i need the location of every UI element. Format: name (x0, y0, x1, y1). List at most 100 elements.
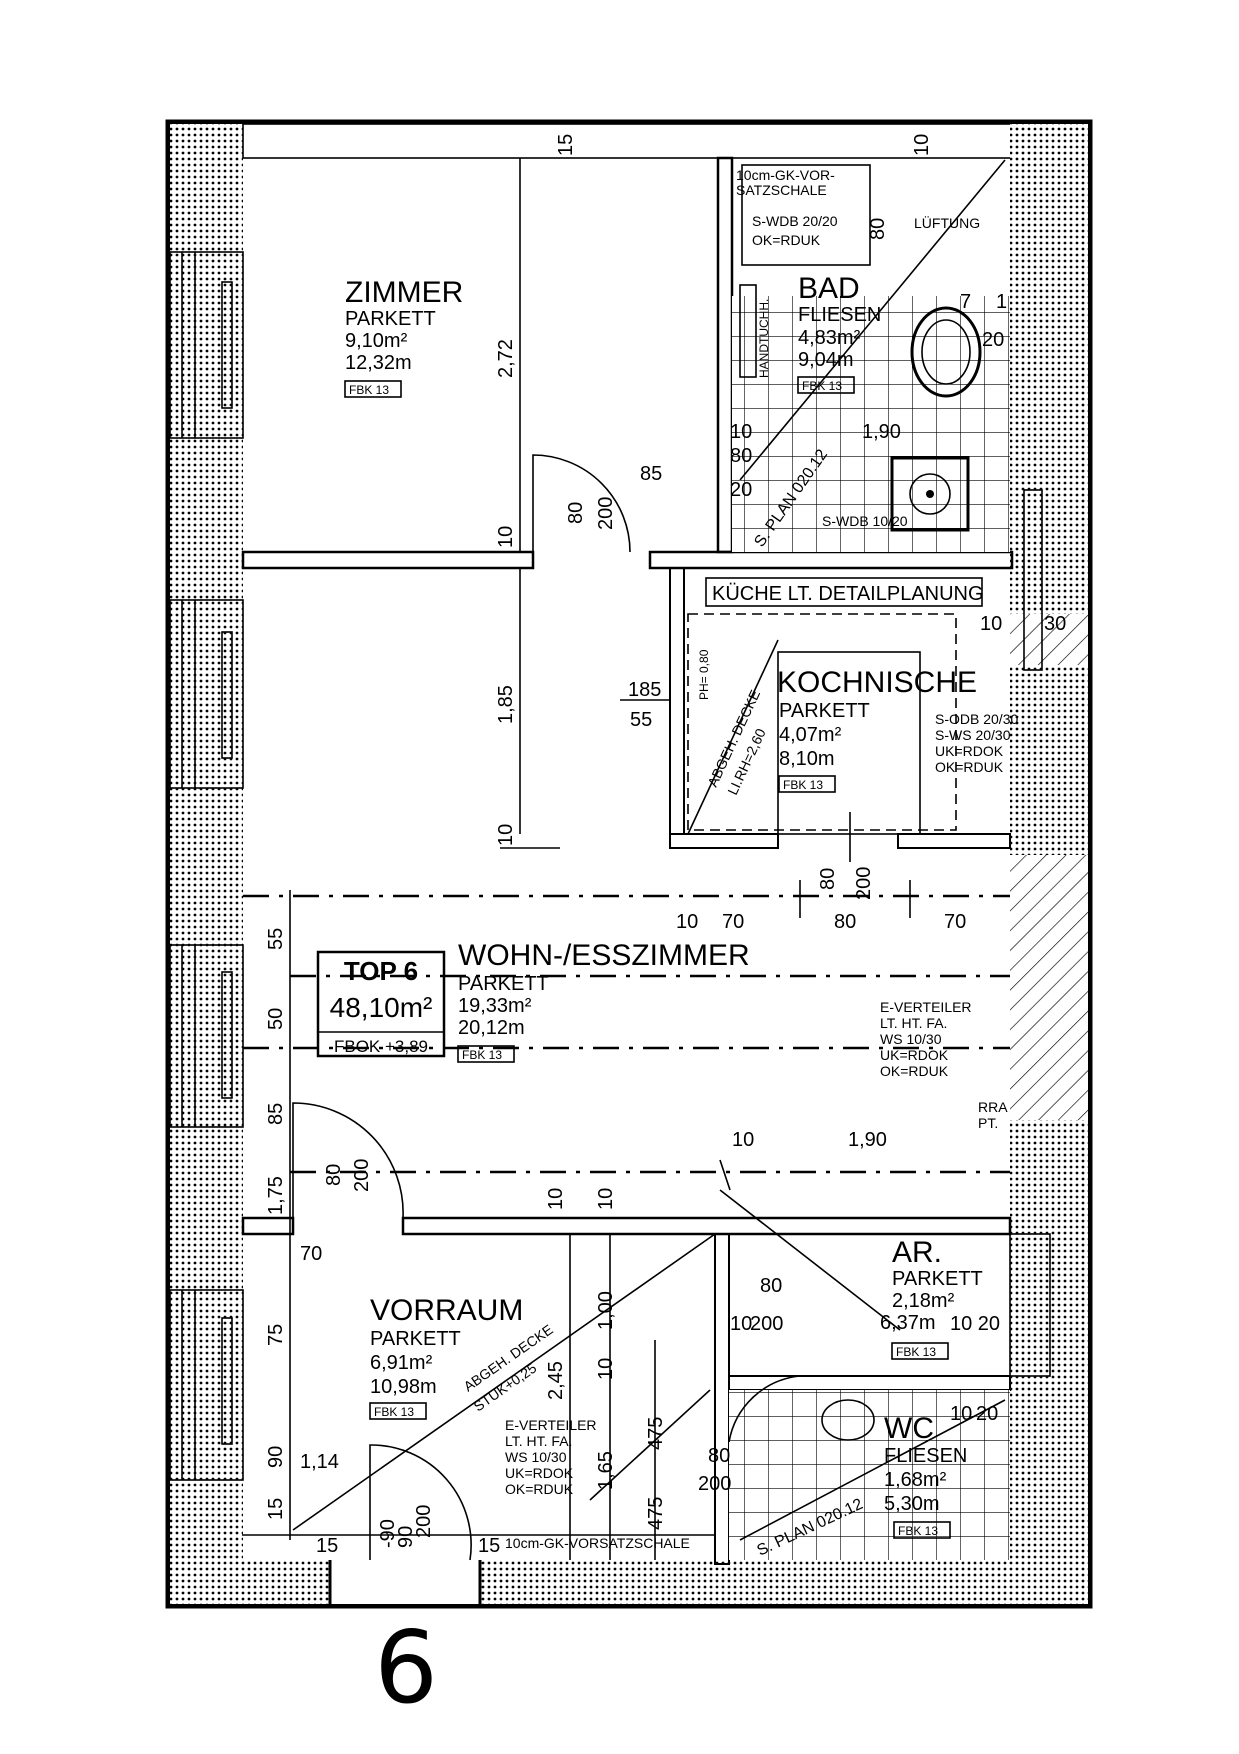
dim: 85 (265, 1103, 287, 1125)
room-area: 4,07m² (779, 724, 842, 746)
dim: 10 (732, 1129, 754, 1151)
note: LT. HT. FA. (880, 1015, 947, 1031)
dim: 85 (640, 463, 662, 485)
dim: 80 (565, 502, 587, 524)
room-name: KOCHNISCHE (777, 666, 977, 699)
dim: 1,90 (848, 1129, 887, 1151)
room-floor: PARKETT (779, 700, 870, 722)
dim: 2,72 (495, 339, 517, 378)
dim: 80 (817, 868, 839, 890)
dim: 1,14 (300, 1451, 339, 1473)
note: UK=RDOK (880, 1047, 949, 1063)
dim: 70 (300, 1243, 322, 1265)
top-box (316, 950, 446, 1058)
dim: 10 (730, 421, 752, 443)
note: E-VERTEILER (505, 1417, 597, 1433)
note: WS 10/30 (880, 1031, 942, 1047)
dim: 1,85 (495, 685, 517, 724)
room-floor: PARKETT (892, 1268, 983, 1290)
room-perimeter: 8,10m (779, 748, 835, 770)
entrance-gap (330, 1560, 480, 1604)
outer-frame (165, 119, 1093, 1609)
room-floor: FLIESEN (798, 304, 881, 326)
room-tag: FBK 13 (462, 1048, 502, 1062)
room-bad: BAD FLIESEN 4,83m² 9,04m FBK 13 (797, 272, 881, 394)
note: S-ODB 20/30 (935, 711, 1018, 727)
room-vorraum: VORRAUM PARKETT 6,91m² 10,98m FBK 13 (369, 1294, 523, 1420)
room-area: 2,18m² (892, 1290, 955, 1312)
dim: 75 (265, 1324, 287, 1346)
room-area: 19,33m² (458, 995, 532, 1017)
room-perimeter: 6,37m (880, 1312, 936, 1334)
note: PT. (978, 1115, 998, 1131)
note: LÜFTUNG (914, 214, 980, 231)
dim: 10 (911, 134, 933, 156)
top-label: TOP 6 (344, 956, 418, 986)
room-floor: PARKETT (370, 1328, 461, 1350)
dim: 200 (698, 1473, 731, 1495)
note: KÜCHE LT. DETAILPLANUNG (712, 583, 984, 605)
note: OK=RDUK (752, 232, 821, 248)
unit-number: 6 (374, 1609, 438, 1726)
note: OK=RDUK (935, 759, 1004, 775)
dim: 15 (316, 1535, 338, 1557)
vorraum-diagonal (292, 1233, 716, 1531)
dim: 475 (645, 1497, 667, 1530)
interior-walls (241, 156, 1051, 1565)
room-perimeter: 5,30m (884, 1493, 940, 1515)
dim: 200 (853, 867, 875, 900)
room-area: 4,83m² (798, 327, 861, 349)
note: S-WDB 20/20 (752, 213, 838, 229)
dim: 15 (265, 1498, 287, 1520)
dim: 10 (676, 911, 698, 933)
dim: 200 (595, 497, 617, 530)
dim: 20 (730, 479, 752, 501)
note: OK=RDUK (880, 1063, 949, 1079)
left-windows (169, 251, 244, 1481)
room-floor: FLIESEN (884, 1445, 967, 1467)
dim: -90 (377, 1519, 399, 1548)
room-kochnische: KOCHNISCHE PARKETT 4,07m² 8,10m FBK 13 (777, 666, 977, 793)
dim: 15 (555, 134, 577, 156)
dim: 80 (730, 445, 752, 467)
dim: 10 (495, 526, 517, 548)
room-name: ZIMMER (345, 276, 463, 309)
room-name: VORRAUM (370, 1294, 523, 1327)
dim: 10 20 (950, 1313, 1000, 1335)
room-tag: FBK 13 (374, 1405, 414, 1419)
dim: 10 (595, 1188, 617, 1210)
dim: 55 (265, 928, 287, 950)
dim: 1 (996, 291, 1007, 313)
dimension-values: 2,72 85 80 200 10 1,85 10 1 85 55 10 70 8… (265, 134, 1066, 1557)
dim: 70 (722, 911, 744, 933)
dim: 475 (645, 1417, 667, 1450)
note: 10cm-GK-VORSATZSCHALE (505, 1535, 690, 1551)
room-perimeter: 20,12m (458, 1017, 525, 1039)
note: LT. HT. FA. (505, 1433, 572, 1449)
room-name: AR. (892, 1236, 942, 1269)
wc-tiles (729, 1390, 1010, 1560)
dim: 200 (351, 1159, 373, 1192)
dim: 10 (495, 824, 517, 846)
dim: 2,45 (545, 1361, 567, 1400)
kitchen-dashed-area (687, 613, 957, 831)
room-perimeter: 10,98m (370, 1376, 437, 1398)
room-area: 1,68m² (884, 1469, 947, 1491)
note: S-WDB 10/20 (822, 513, 908, 529)
dimension-lines (242, 158, 911, 1560)
dim: 1,75 (265, 1176, 287, 1215)
dim: 80 (708, 1445, 730, 1467)
note: UK=RDOK (935, 743, 1004, 759)
room-ar: AR. PARKETT 2,18m² 6,37m FBK 13 (880, 1236, 983, 1360)
top-wall (242, 123, 1014, 159)
dim: 55 (630, 709, 652, 731)
room-name: WOHN-/ESSZIMMER (458, 939, 750, 972)
top-area: 48,10m² (330, 992, 433, 1023)
room-tag: FBK 13 (349, 383, 389, 397)
dim: 15 (478, 1535, 500, 1557)
dim: 10 (595, 1358, 617, 1380)
room-name: BAD (798, 272, 860, 305)
dim: 90 (395, 1526, 417, 1548)
dim: 90 (265, 1446, 287, 1468)
